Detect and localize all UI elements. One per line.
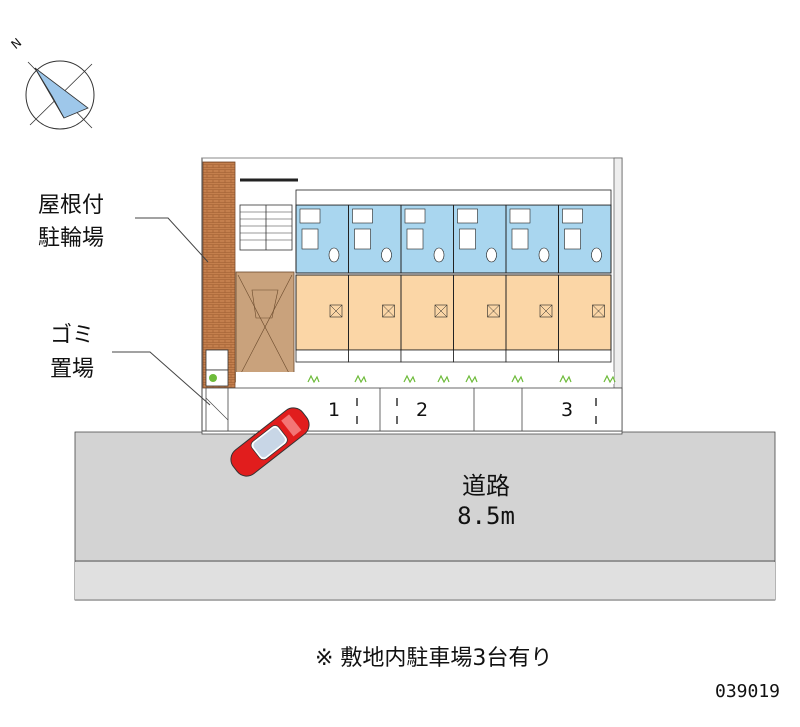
apartment-unit-6 <box>558 190 612 363</box>
apartment-unit-2 <box>348 190 402 363</box>
parking-space-2-label: 2 <box>416 399 428 421</box>
garbage-leader <box>112 351 211 406</box>
north-letter: N <box>8 35 24 51</box>
bike-parking-label-line2: 駐輪場 <box>38 226 104 251</box>
apartment-unit-5 <box>505 190 559 363</box>
grass-tuft <box>307 374 320 384</box>
apartment-unit-4 <box>453 190 507 363</box>
car-icon <box>230 407 310 477</box>
grass-strip <box>236 372 614 384</box>
garbage-label-line1: ゴミ <box>50 323 94 348</box>
grass-tuft <box>437 374 450 384</box>
grass-tuft <box>559 374 572 384</box>
garbage-label-line2: 置場 <box>50 357 94 382</box>
garbage-area <box>205 349 286 387</box>
apartment-unit-3 <box>400 190 454 363</box>
parking-space-1-label: 1 <box>328 399 340 421</box>
road <box>74 431 776 601</box>
bike-parking-label-line1: 屋根付 <box>38 193 104 218</box>
staircase <box>239 178 298 251</box>
compass-rose-icon: N <box>8 35 95 130</box>
grass-tuft <box>354 374 367 384</box>
grass-tuft <box>603 374 616 384</box>
grass-tuft <box>403 374 416 384</box>
bike-parking-roof <box>235 271 295 383</box>
road-width: 8.5m <box>457 502 515 530</box>
grass-tuft <box>465 374 478 384</box>
grass-tuft <box>511 374 524 384</box>
parking-space-3-label: 3 <box>561 399 573 421</box>
property-code: 039019 <box>715 681 780 702</box>
road-name: 道路 <box>462 472 510 500</box>
grass-tufts <box>307 374 616 384</box>
bike-parking-leader <box>135 217 209 263</box>
apartment-unit-1 <box>295 190 349 363</box>
apartment-units <box>295 189 612 363</box>
parking-note: ※ 敷地内駐車場3台有り <box>315 646 552 671</box>
